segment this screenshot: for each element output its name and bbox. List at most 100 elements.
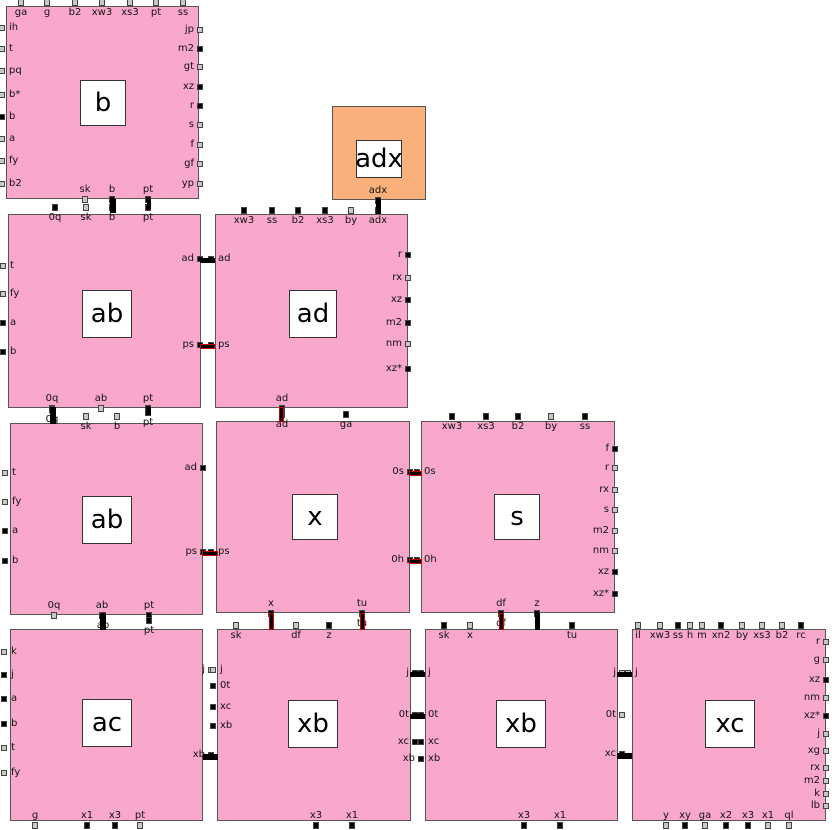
port-pin[interactable] <box>718 622 724 629</box>
port-pin[interactable] <box>0 320 6 326</box>
port-pin[interactable] <box>582 413 588 420</box>
port-pin[interactable] <box>612 548 618 554</box>
port-pin[interactable] <box>619 712 625 718</box>
port-pin[interactable] <box>779 622 785 629</box>
port-pin[interactable] <box>405 320 411 326</box>
port-pin[interactable] <box>51 612 57 619</box>
port-pin[interactable] <box>405 366 411 372</box>
port-pin[interactable] <box>233 622 239 629</box>
port-pin[interactable] <box>0 263 6 269</box>
port-pin[interactable] <box>1 745 7 751</box>
port-pin[interactable] <box>82 196 88 203</box>
port-pin[interactable] <box>0 68 5 74</box>
port-pin[interactable] <box>210 683 216 689</box>
port-pin[interactable] <box>823 731 829 737</box>
port-pin[interactable] <box>2 499 8 505</box>
port-pin[interactable] <box>405 297 411 303</box>
port-pin[interactable] <box>0 181 5 187</box>
port-pin[interactable] <box>197 64 203 70</box>
port-pin[interactable] <box>663 822 669 829</box>
port-pin[interactable] <box>0 349 6 355</box>
port-pin[interactable] <box>349 822 355 829</box>
port-pin[interactable] <box>745 822 751 829</box>
port-pin[interactable] <box>412 739 418 745</box>
port-pin[interactable] <box>210 704 216 710</box>
port-pin[interactable] <box>0 136 5 142</box>
port-pin[interactable] <box>200 465 206 471</box>
port-pin[interactable] <box>18 0 24 6</box>
port-pin[interactable] <box>786 822 792 829</box>
port-pin[interactable] <box>405 275 411 281</box>
port-pin[interactable] <box>197 84 203 90</box>
port-pin[interactable] <box>326 622 332 629</box>
port-pin[interactable] <box>2 558 8 564</box>
port-pin[interactable] <box>569 622 575 629</box>
port-pin[interactable] <box>612 591 618 597</box>
port-pin[interactable] <box>823 778 829 784</box>
port-pin[interactable] <box>467 622 473 629</box>
port-pin[interactable] <box>449 413 455 420</box>
port-pin[interactable] <box>823 765 829 771</box>
port-pin[interactable] <box>823 803 829 809</box>
port-pin[interactable] <box>146 617 152 624</box>
port-pin[interactable] <box>418 739 424 745</box>
port-pin[interactable] <box>83 204 89 211</box>
port-pin[interactable] <box>557 822 563 829</box>
port-pin[interactable] <box>210 723 216 729</box>
port-pin[interactable] <box>99 0 105 6</box>
port-pin[interactable] <box>0 25 5 31</box>
port-pin[interactable] <box>687 622 693 629</box>
port-pin[interactable] <box>293 622 299 629</box>
port-pin[interactable] <box>548 413 554 420</box>
port-pin[interactable] <box>44 0 50 6</box>
port-pin[interactable] <box>405 252 411 258</box>
port-pin[interactable] <box>635 622 641 629</box>
port-pin[interactable] <box>765 822 771 829</box>
port-pin[interactable] <box>823 639 829 645</box>
port-pin[interactable] <box>612 446 618 452</box>
port-pin[interactable] <box>699 622 705 629</box>
port-pin[interactable] <box>2 470 8 476</box>
port-pin[interactable] <box>0 291 6 297</box>
port-pin[interactable] <box>197 122 203 128</box>
port-pin[interactable] <box>241 207 247 214</box>
port-pin[interactable] <box>197 46 203 52</box>
port-pin[interactable] <box>348 207 354 214</box>
port-pin[interactable] <box>483 413 489 420</box>
port-pin[interactable] <box>1 696 7 702</box>
port-pin[interactable] <box>1 649 7 655</box>
port-pin[interactable] <box>418 756 424 762</box>
port-pin[interactable] <box>153 0 159 6</box>
port-pin[interactable] <box>52 204 58 211</box>
port-pin[interactable] <box>0 46 5 52</box>
port-pin[interactable] <box>682 822 688 829</box>
port-pin[interactable] <box>1 721 7 727</box>
port-pin[interactable] <box>723 822 729 829</box>
port-pin[interactable] <box>612 507 618 513</box>
port-pin[interactable] <box>612 569 618 575</box>
port-pin[interactable] <box>2 528 8 534</box>
port-pin[interactable] <box>112 822 118 829</box>
port-pin[interactable] <box>197 103 203 109</box>
port-pin[interactable] <box>197 181 203 187</box>
port-pin[interactable] <box>197 27 203 33</box>
port-pin[interactable] <box>84 822 90 829</box>
port-pin[interactable] <box>72 0 78 6</box>
port-pin[interactable] <box>759 622 765 629</box>
port-pin[interactable] <box>612 487 618 493</box>
port-pin[interactable] <box>441 622 447 629</box>
port-pin[interactable] <box>702 822 708 829</box>
port-pin[interactable] <box>210 667 216 673</box>
port-pin[interactable] <box>521 822 527 829</box>
port-pin[interactable] <box>675 622 681 629</box>
port-pin[interactable] <box>0 92 5 98</box>
port-pin[interactable] <box>343 411 349 418</box>
port-pin[interactable] <box>823 695 829 701</box>
port-pin[interactable] <box>657 622 663 629</box>
port-pin[interactable] <box>612 528 618 534</box>
port-pin[interactable] <box>180 0 186 6</box>
port-pin[interactable] <box>823 677 829 683</box>
port-pin[interactable] <box>32 822 38 829</box>
port-pin[interactable] <box>0 114 5 120</box>
port-pin[interactable] <box>739 622 745 629</box>
